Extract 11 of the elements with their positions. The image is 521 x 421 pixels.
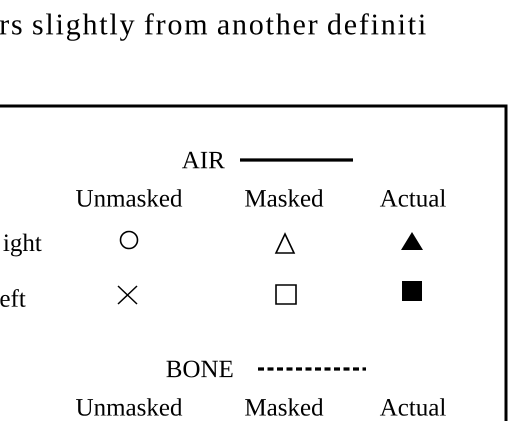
legend-label: AIR — [182, 152, 225, 168]
row-label: eft — [0, 289, 26, 307]
column-header: Actual — [380, 398, 446, 416]
column-header: Masked — [245, 398, 324, 416]
row-label: ight — [3, 234, 42, 256]
column-header: Unmasked — [76, 189, 182, 207]
column-header: Actual — [380, 189, 446, 207]
body-text: rs slightly from another definiti — [0, 13, 426, 41]
legend-label: BONE — [166, 360, 233, 378]
column-header: Masked — [245, 189, 324, 207]
column-header: Unmasked — [76, 398, 182, 416]
